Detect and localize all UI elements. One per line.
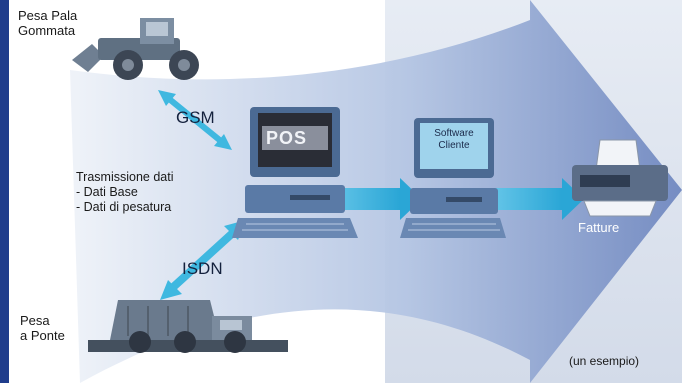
example-note: (un esempio) — [569, 354, 640, 368]
gsm-label: GSM — [176, 108, 215, 127]
client-software-label: Software Cliente — [434, 128, 474, 151]
pos-screen-label: POS — [266, 128, 308, 148]
isdn-label: ISDN — [182, 259, 223, 278]
invoices-label: Fatture — [578, 220, 620, 235]
pos-computer-icon — [232, 107, 358, 238]
weighbridge-label: Pesa a Ponte — [20, 313, 65, 344]
wheel-loader-scale-label: Pesa Pala Gommata — [18, 8, 78, 39]
left-accent-bar — [0, 0, 9, 383]
wheel-loader-icon — [72, 18, 199, 80]
gsm-link-arrow — [158, 90, 232, 150]
printer-icon — [572, 139, 668, 217]
data-transmission-label: Trasmissione dati - Dati Base - Dati di … — [76, 170, 174, 214]
client-computer-icon — [400, 118, 506, 238]
dump-truck-icon — [88, 300, 288, 353]
